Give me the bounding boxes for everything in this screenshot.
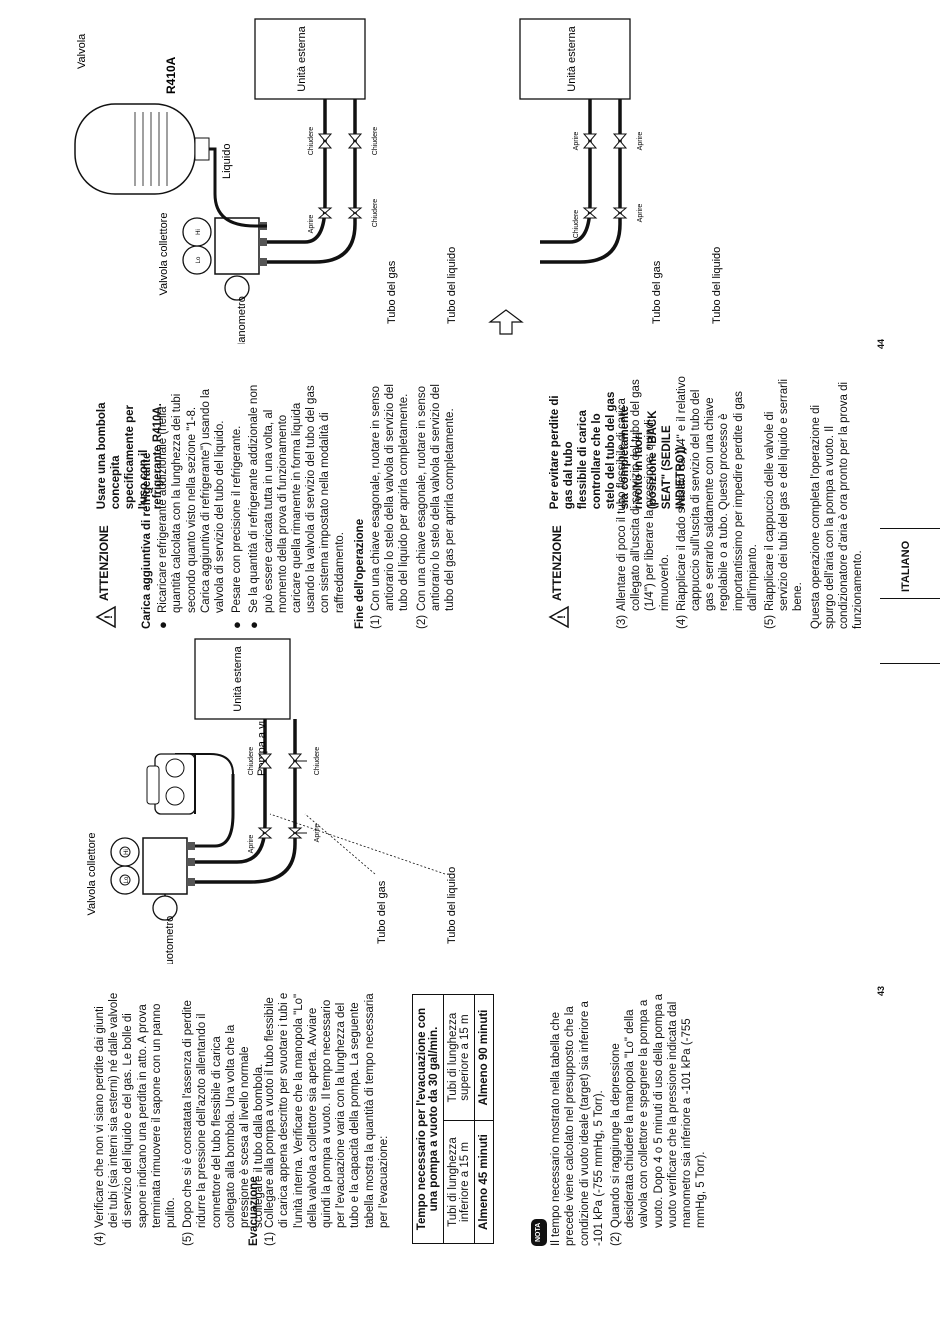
liquid-open-valve: Aprire bbox=[573, 132, 598, 151]
evacuation-time-table: Tempo necessario per l'evacuazione con u… bbox=[412, 994, 494, 1244]
end-step-2: (2) Con una chiave esagonale, ruotare in… bbox=[415, 384, 457, 629]
open-valves-diagram: Unità esterna Aprire Aprire Chiudere Apr… bbox=[488, 18, 723, 335]
refrigerant-charge-diagram: Lo Hi Valvola collettore Manometro Valvo… bbox=[74, 18, 458, 344]
outdoor-unit-label: Unità esterna bbox=[566, 25, 578, 91]
table-header: Tempo necessario per l'evacuazione con u… bbox=[412, 994, 444, 1244]
table-val-short: Almeno 45 minuti bbox=[474, 1120, 494, 1244]
svg-text:Aprire: Aprire bbox=[573, 132, 580, 151]
page-number-right: 44 bbox=[876, 338, 886, 349]
svg-text:Chiudere: Chiudere bbox=[314, 747, 321, 776]
table-col-long: Tubi di lunghezza superiore a 15 m bbox=[443, 994, 475, 1121]
svg-text:Hi: Hi bbox=[196, 229, 202, 235]
manifold-valve-label: Valvola collettore bbox=[86, 833, 98, 916]
liquid-open-valve: Aprire bbox=[308, 207, 333, 234]
liquid-open-valve: Aprire bbox=[248, 827, 273, 854]
additional-charge-section: Carica aggiuntiva di refrigerante ● Rica… bbox=[140, 371, 460, 629]
evacuation-step-2: (2) Quando si raggiunge la depressione d… bbox=[610, 994, 708, 1246]
charge-bullet-3: ● Se la quantità di refrigerante addizio… bbox=[246, 384, 346, 629]
charge-bullet-2: ● Pesare con precisione il refrigerante. bbox=[229, 425, 245, 629]
liquid-tube-label: Tubo del liquido bbox=[446, 867, 458, 944]
svg-text:!: ! bbox=[556, 615, 568, 619]
language-tab: ITALIANO bbox=[880, 528, 940, 599]
nota-badge: NOTA bbox=[531, 1218, 548, 1246]
charge-bullet-1: ● Ricaricare refrigerante addizionale (n… bbox=[155, 389, 227, 629]
evacuation-section: Evacuazione (1) Collegare alla pompa a v… bbox=[247, 988, 394, 1246]
warning-label: ATTENZIONE bbox=[550, 525, 564, 601]
manifold-valve: Lo Hi bbox=[110, 837, 195, 921]
warning-cylinder: ! ATTENZIONE Usare una bombola concepita… bbox=[95, 389, 165, 629]
svg-text:Aprire: Aprire bbox=[248, 835, 255, 854]
gauge-icon bbox=[224, 275, 250, 301]
cylinder-valve-label: Valvola bbox=[76, 33, 88, 69]
gas-open-valve: Aprire bbox=[287, 824, 321, 843]
nota-text: Il tempo necessario mostrato nella tabel… bbox=[550, 1001, 605, 1246]
liquid-close-valve: Chiudere bbox=[573, 207, 598, 239]
vacuum-gauge-label: Vuotometro bbox=[164, 916, 176, 964]
svg-text:Lo: Lo bbox=[196, 256, 202, 263]
liquid-label: Liquido bbox=[221, 144, 233, 179]
svg-text:Aprire: Aprire bbox=[314, 824, 321, 843]
lo-label: Lo bbox=[124, 876, 130, 883]
page-divider bbox=[880, 663, 940, 664]
gauge-label: Manometro bbox=[236, 296, 248, 344]
outdoor-unit-box bbox=[519, 18, 631, 100]
svg-text:Aprire: Aprire bbox=[637, 204, 644, 223]
outdoor-unit-box bbox=[194, 638, 291, 720]
svg-text:Aprire: Aprire bbox=[308, 215, 315, 234]
gas-open-valve: Aprire bbox=[612, 204, 644, 223]
end-step-1: (1) Con una chiave esagonale, ruotare in… bbox=[370, 384, 411, 629]
manifold-valve-label: Valvola collettore bbox=[158, 213, 170, 296]
liquid-close-valve: Chiudere bbox=[248, 747, 273, 776]
refrigerant-label: R410A bbox=[164, 56, 178, 94]
outdoor-unit-label: Unità esterna bbox=[232, 645, 244, 711]
arrow-right-icon bbox=[488, 309, 524, 335]
closing-text: Questa operazione completa l'operazione … bbox=[809, 381, 865, 629]
liquid-tube-label: Tubo del liquido bbox=[446, 247, 458, 324]
evacuation-heading: Evacuazione bbox=[248, 1176, 260, 1246]
liquid-close-valve: Chiudere bbox=[308, 127, 333, 156]
hi-label: Hi bbox=[124, 849, 130, 855]
warning-label: ATTENZIONE bbox=[97, 525, 111, 601]
gas-close-valve: Chiudere bbox=[287, 747, 321, 776]
vacuum-pump-diagram: Lo Hi Valvola collettore Vuotometro Pomp… bbox=[86, 638, 458, 964]
vacuum-pump-icon bbox=[146, 753, 196, 815]
warning-back-seat: ! ATTENZIONE Per evitare perdite di gas … bbox=[548, 389, 688, 629]
end-step-4: (4) Riapplicare il dado svasato da 1/4" … bbox=[675, 376, 759, 629]
page-number-left: 43 bbox=[876, 985, 886, 996]
manifold-valve: Lo Hi bbox=[182, 217, 267, 301]
evacuation-step-1: (1) Collegare alla pompa a vuoto il tubo… bbox=[264, 992, 390, 1246]
table-val-long: Almeno 90 minuti bbox=[474, 994, 494, 1121]
additional-charge-heading: Carica aggiuntiva di refrigerante bbox=[141, 452, 153, 629]
svg-text:Chiudere: Chiudere bbox=[248, 747, 255, 776]
gas-tube-label: Tubo del gas bbox=[386, 260, 398, 324]
gas-open-valve-2: Aprire bbox=[612, 132, 644, 151]
end-operation-continued: (3) Allentare di poco il tubo flessibile… bbox=[615, 371, 868, 629]
end-step-5: (5) Riapplicare il cappuccio delle valvo… bbox=[764, 378, 805, 629]
warning-triangle-icon: ! bbox=[548, 605, 569, 629]
table-col-short: Tubi di lunghezza inferiore a 15 m bbox=[443, 1120, 475, 1244]
outdoor-unit-box bbox=[254, 18, 366, 100]
nota-section: NOTA Il tempo necessario mostrato nella … bbox=[530, 988, 711, 1246]
gas-tube-label: Tubo del gas bbox=[376, 880, 388, 944]
language-label: ITALIANO bbox=[900, 540, 912, 592]
svg-text:Chiudere: Chiudere bbox=[372, 127, 379, 156]
svg-text:!: ! bbox=[103, 615, 115, 619]
svg-text:Chiudere: Chiudere bbox=[573, 210, 580, 239]
outdoor-unit-label: Unità esterna bbox=[296, 25, 308, 91]
left-intro-items: (4) Verificare che non vi siano perdite … bbox=[93, 991, 269, 1246]
svg-text:Chiudere: Chiudere bbox=[372, 199, 379, 228]
svg-text:Aprire: Aprire bbox=[637, 132, 644, 151]
gas-close-valve-2: Chiudere bbox=[347, 127, 379, 156]
page-divider-2 bbox=[880, 528, 940, 529]
liquid-tube-label: Tubo del liquido bbox=[711, 247, 723, 324]
item-4: (4) Verificare che non vi siano perdite … bbox=[94, 992, 178, 1246]
gas-close-valve: Chiudere bbox=[347, 199, 379, 228]
gas-tube-label: Tubo del gas bbox=[651, 260, 663, 324]
warning-triangle-icon: ! bbox=[95, 605, 116, 629]
svg-text:Chiudere: Chiudere bbox=[308, 127, 315, 156]
end-operation-heading: Fine dell'operazione bbox=[353, 518, 366, 629]
refrigerant-cylinder-icon bbox=[74, 103, 210, 195]
end-step-3: (3) Allentare di poco il tubo flessibile… bbox=[616, 379, 671, 629]
